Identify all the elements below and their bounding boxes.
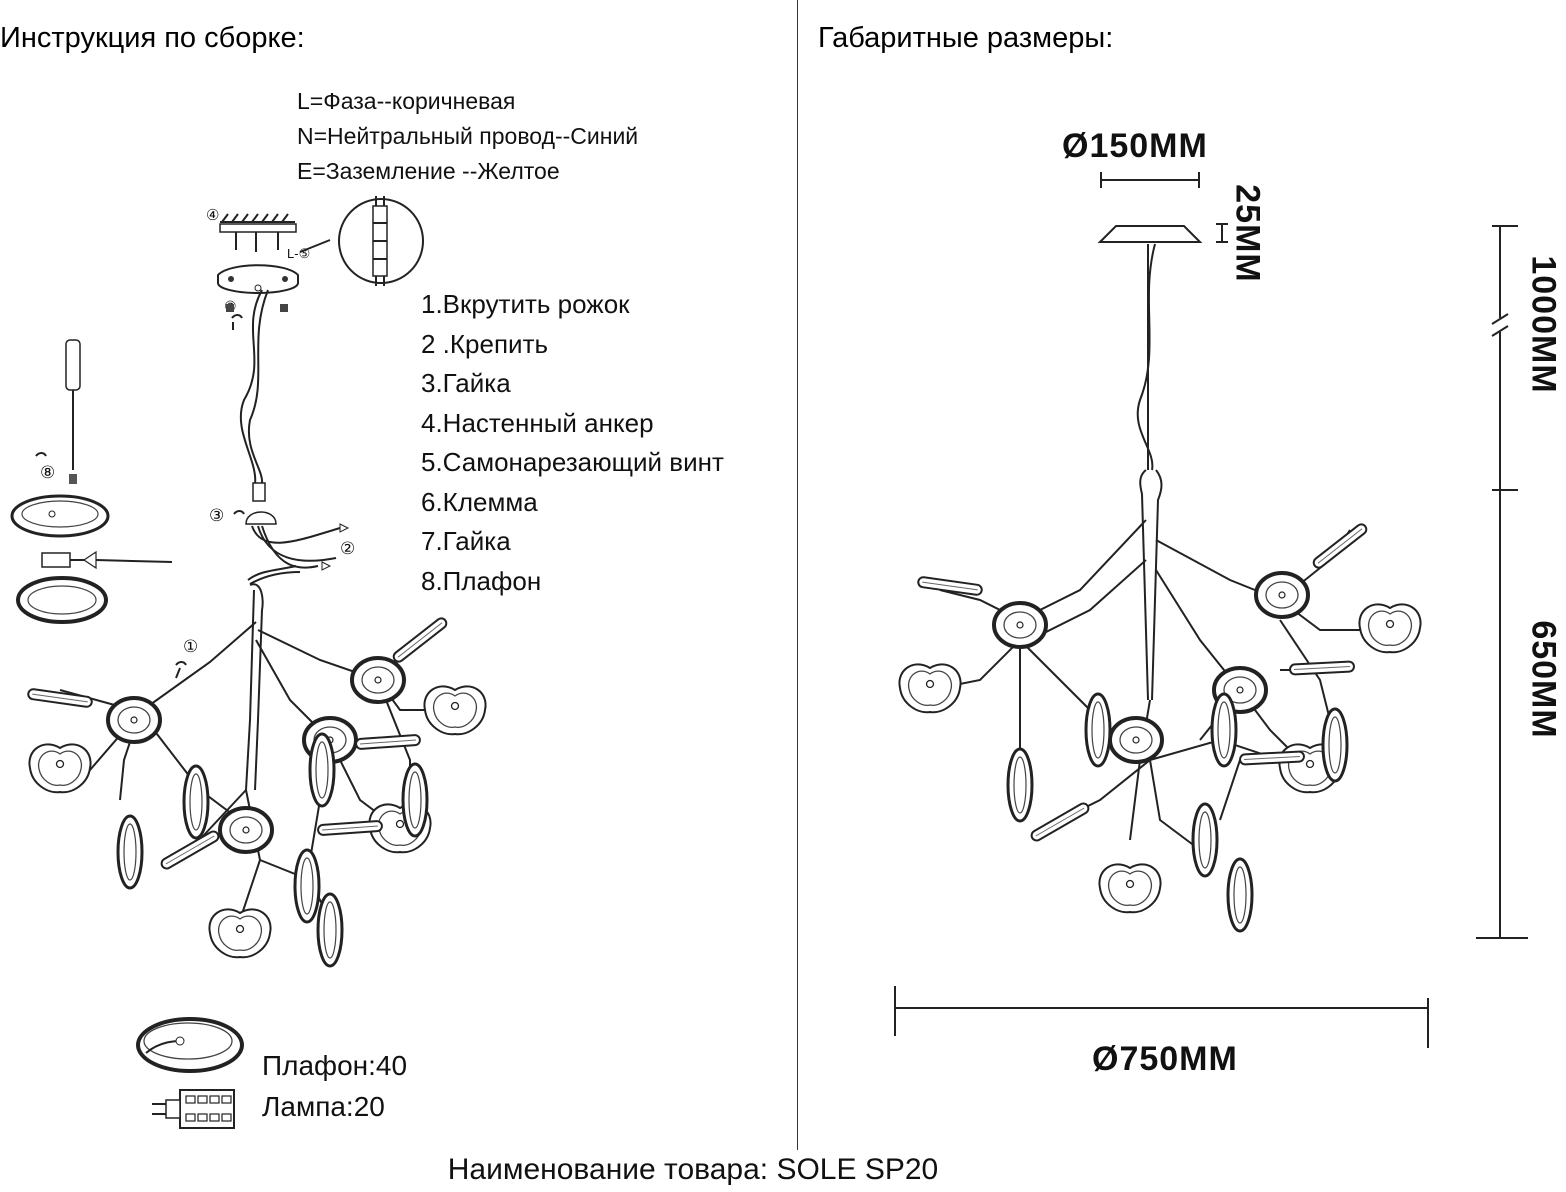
wiring-line-phase: L=Фаза--коричневая: [297, 88, 516, 114]
shade-side: [1226, 857, 1254, 933]
callout-1: ①: [183, 637, 199, 656]
shade-ring: [992, 601, 1048, 649]
callout-L: L: [287, 246, 295, 261]
step-item: 7.Гайка: [421, 526, 511, 556]
shade-leaf: [1358, 603, 1422, 654]
shade-bar: [26, 687, 94, 709]
wiring-legend: L=Фаза--коричневая N=Нейтральный провод-…: [297, 84, 638, 189]
canopy-diameter-dimension: [1100, 172, 1200, 188]
wiring-line-earth: E=Заземление --Желтое: [297, 158, 560, 184]
shade-bottom-icon: [16, 576, 108, 624]
shade-leaf: [28, 743, 92, 794]
shade-bar: [1288, 660, 1356, 676]
shade-ring: [350, 656, 406, 704]
shade-side: [116, 814, 144, 890]
shade-bar: [354, 733, 422, 751]
shade-leaf: [898, 663, 962, 714]
shade-side: [308, 732, 336, 808]
step-item: 4.Настенный анкер: [421, 407, 654, 438]
shade-leaf: [1098, 863, 1162, 914]
terminal-block-icon: [372, 196, 388, 286]
step-item: 1.Вкрутить рожок: [421, 289, 630, 319]
shade-ring: [106, 696, 162, 744]
callout-8: ⑧: [40, 463, 56, 482]
shade-count-label: Плафон:40: [262, 1050, 408, 1081]
shade-side: [316, 892, 344, 968]
ceiling-anchor: [219, 213, 297, 252]
canopy: [217, 264, 299, 312]
callout-5-label: L-⑤: [287, 246, 311, 261]
lamp-count-label: Лампа:20: [262, 1091, 385, 1122]
shade-side: [401, 762, 429, 838]
product-name: Наименование товара: SOLE SP20: [447, 1153, 939, 1186]
shade-side: [1006, 747, 1034, 823]
shade-side: [1084, 692, 1112, 768]
callout-2: ②: [340, 539, 356, 558]
shade-side: [293, 848, 321, 924]
callout-4: ④: [206, 207, 220, 224]
canopy-side-view: [1097, 225, 1203, 243]
shade-leaf: [208, 908, 272, 959]
shade-ring: [1108, 716, 1164, 764]
step-item: 6.Клемма: [421, 486, 538, 517]
shade-bar: [1310, 521, 1370, 571]
shade-ring: [218, 806, 274, 854]
step-item: 5.Самонарезающий винт: [421, 447, 724, 477]
height-dimension: [1476, 225, 1528, 939]
callout-5: ⑤: [298, 246, 311, 261]
lamp-insert-icon: [41, 550, 173, 570]
dimensions-title: Габаритные размеры:: [818, 22, 1114, 54]
wiring-line-neutral: N=Нейтральный провод--Синий: [297, 123, 639, 149]
shade-bar: [1028, 800, 1092, 844]
shade-ring: [1254, 571, 1310, 619]
step-item: 3.Гайка: [421, 368, 511, 398]
total-diameter-label: Ø750MM: [1092, 1040, 1238, 1078]
shade-side: [1321, 707, 1349, 783]
shade-legend-icon: [136, 1017, 244, 1073]
shade-leaf: [423, 685, 487, 736]
shade-top-icon: [10, 494, 110, 538]
diameter-dimension: [894, 986, 1429, 1048]
column-divider: [797, 0, 798, 1150]
assembly-steps: 1.Вкрутить рожок 2 .Крепить 3.Гайка 4.На…: [421, 285, 724, 601]
shade-side: [182, 764, 210, 840]
canopy-height-dimension: [1216, 223, 1228, 243]
screwdriver-icon: [65, 339, 81, 484]
lamp-legend-icon: [152, 1089, 235, 1129]
shade-side: [1191, 802, 1219, 878]
assembly-title: Инструкция по сборке:: [0, 22, 305, 54]
step-item: 2 .Крепить: [421, 328, 549, 359]
shade-bar: [1238, 750, 1306, 766]
shade-bar: [390, 615, 450, 665]
canopy-diameter-label: Ø150MM: [1062, 127, 1208, 165]
step-item: 8.Плафон: [421, 565, 542, 596]
shade-side: [1210, 692, 1238, 768]
callout-3: ③: [209, 506, 225, 525]
